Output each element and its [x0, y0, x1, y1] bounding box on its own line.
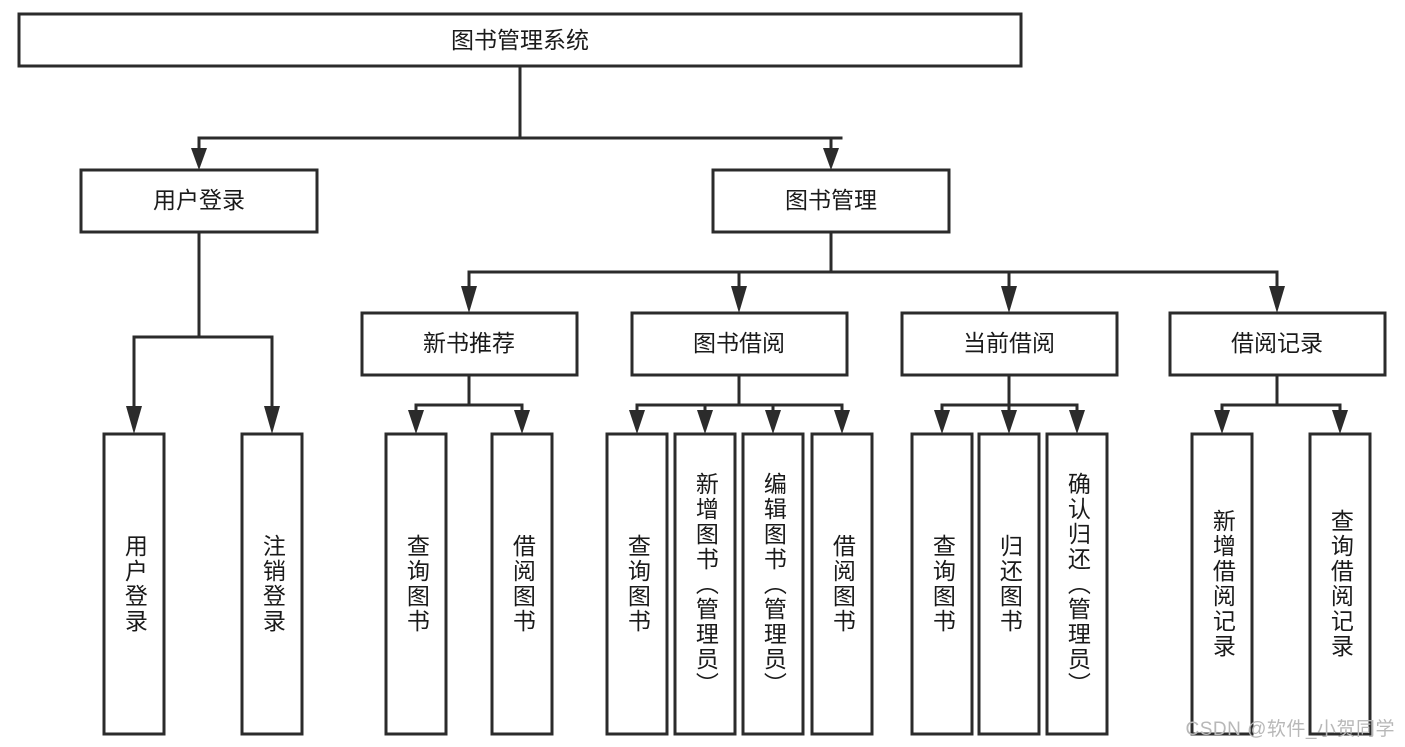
connector-layer	[126, 64, 1348, 434]
node-box-leaf-rec-borrow[interactable]	[490, 432, 554, 736]
node-box-leaf-borrow-edit[interactable]	[741, 432, 805, 736]
node-box-user-login[interactable]	[79, 168, 319, 234]
arrow-root-to-user-login	[191, 148, 207, 170]
node-box-book-borrow[interactable]	[630, 311, 849, 377]
node-box-current-borrow[interactable]	[900, 311, 1119, 377]
arrow-br-leaf-2	[1332, 410, 1348, 434]
node-box-root[interactable]	[17, 12, 1023, 68]
arrow-nbr-leaf-2	[514, 410, 530, 434]
node-label-book-manage: 图书管理	[785, 187, 877, 213]
node-label-borrow-record: 借阅记录	[1231, 330, 1323, 356]
arrow-bb-leaf-3	[765, 410, 781, 434]
node-box-leaf-rec-query[interactable]	[384, 432, 448, 736]
node-box-leaf-user-login[interactable]	[102, 432, 166, 736]
arrow-bm-to-book-borrow	[731, 286, 747, 313]
node-label-new-book-rec: 新书推荐	[423, 330, 515, 356]
node-box-leaf-cur-query[interactable]	[910, 432, 974, 736]
node-box-leaf-rec-search[interactable]	[1308, 432, 1372, 736]
node-box-leaf-cur-confirm[interactable]	[1045, 432, 1109, 736]
node-label-book-borrow: 图书借阅	[693, 330, 785, 356]
node-box-leaf-cur-return[interactable]	[977, 432, 1041, 736]
node-label-user-login: 用户登录	[153, 187, 245, 213]
arrow-bm-to-current-borrow	[1001, 286, 1017, 313]
node-box-leaf-borrow-add[interactable]	[673, 432, 737, 736]
arrow-bb-leaf-2	[697, 410, 713, 434]
arrow-user-login-leaf-2	[264, 406, 280, 434]
arrow-bb-leaf-1	[629, 410, 645, 434]
node-box-leaf-borrow-do[interactable]	[810, 432, 874, 736]
node-box-leaf-rec-add[interactable]	[1190, 432, 1254, 736]
arrow-cb-leaf-1	[934, 410, 950, 434]
arrow-bb-leaf-4	[834, 410, 850, 434]
arrow-br-leaf-1	[1214, 410, 1230, 434]
arrow-cb-leaf-3	[1069, 410, 1085, 434]
node-box-leaf-borrow-query[interactable]	[605, 432, 669, 736]
node-layer: 图书管理系统 用户登录 图书管理 新书推荐 图书借阅 当前借阅 借阅记录	[17, 12, 1387, 736]
arrow-root-to-book-manage	[823, 148, 839, 170]
arrow-bm-to-new-book-rec	[461, 286, 477, 313]
node-box-borrow-record[interactable]	[1168, 311, 1387, 377]
node-label-current-borrow: 当前借阅	[963, 330, 1055, 356]
node-box-leaf-user-logout[interactable]	[240, 432, 304, 736]
csdn-watermark: CSDN @软件_小贺同学	[1185, 719, 1395, 740]
arrow-nbr-leaf-1	[408, 410, 424, 434]
node-box-new-book-rec[interactable]	[360, 311, 579, 377]
arrow-cb-leaf-2	[1001, 410, 1017, 434]
node-label-root: 图书管理系统	[451, 27, 589, 53]
arrow-bm-to-borrow-record	[1269, 286, 1285, 313]
arrow-user-login-leaf-1	[126, 406, 142, 434]
node-box-book-manage[interactable]	[711, 168, 951, 234]
